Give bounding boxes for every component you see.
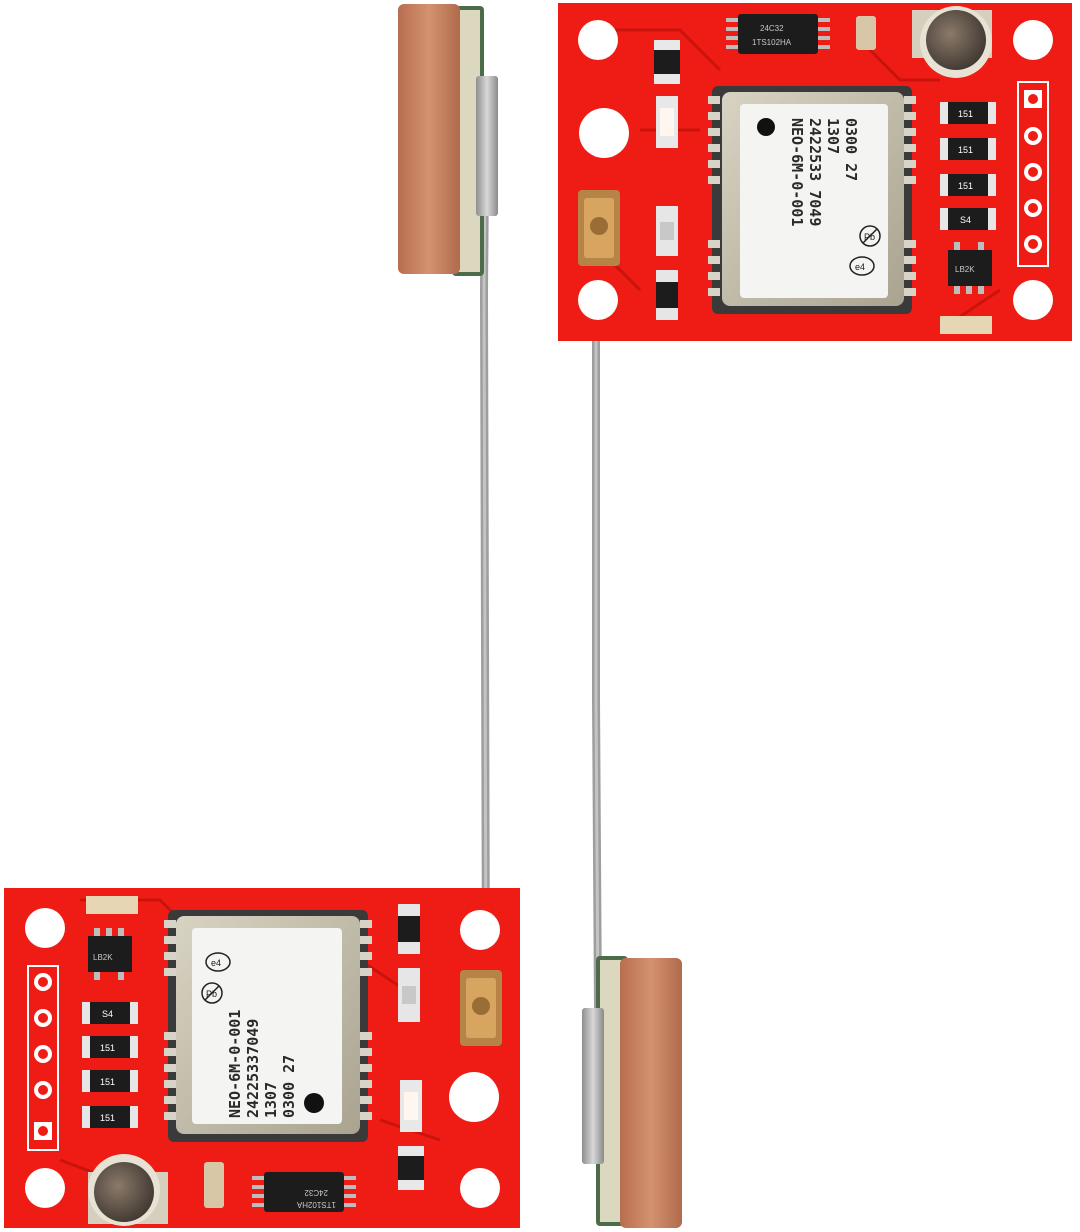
- no-lead-icon: Pb: [859, 225, 881, 247]
- voltage-regulator-bottom: LB2K: [88, 928, 132, 980]
- gps-module-neo6m-top: NEO-6M-0-001 2422533 7049 1307 0300 27 P…: [708, 86, 916, 314]
- resistor-array-top: 151 151 151 S4: [940, 102, 996, 230]
- e4-icon: e4: [205, 952, 231, 972]
- voltage-regulator-top: LB2K: [948, 242, 992, 294]
- svg-text:Pb: Pb: [206, 989, 217, 999]
- resistor-array-bottom: S4 151 151 151: [82, 1002, 138, 1128]
- svg-text:LB2K: LB2K: [93, 953, 113, 962]
- mounting-hole: [460, 910, 500, 950]
- svg-text:151: 151: [958, 109, 973, 119]
- gps-module-neo6m-bottom: NEO-6M-0-001 24225337049 1307 0300 27 Pb…: [164, 910, 372, 1142]
- e4-icon: e4: [849, 256, 875, 276]
- svg-text:S4: S4: [102, 1009, 113, 1019]
- mounting-hole: [460, 1168, 500, 1208]
- ufl-connector-top: [578, 190, 620, 266]
- mounting-hole: [449, 1072, 499, 1122]
- svg-text:24C32: 24C32: [760, 24, 784, 33]
- svg-text:LB2K: LB2K: [955, 265, 975, 274]
- mounting-hole: [578, 280, 618, 320]
- ceramic-patch-antenna-bottom: [582, 956, 682, 1228]
- ufl-connector-bottom: [460, 970, 502, 1046]
- svg-text:Pb: Pb: [864, 232, 875, 242]
- gps-board-bottom: LB2K S4 151 151 151: [4, 888, 520, 1228]
- mounting-hole: [25, 908, 65, 948]
- svg-text:NEO-6M-0-001: NEO-6M-0-001: [788, 118, 806, 226]
- backup-battery: [88, 1154, 168, 1226]
- svg-text:151: 151: [958, 181, 973, 191]
- svg-text:S4: S4: [960, 215, 971, 225]
- no-lead-icon: Pb: [201, 982, 223, 1004]
- svg-text:151: 151: [100, 1077, 115, 1087]
- ceramic-patch-antenna-top: [398, 4, 498, 276]
- mounting-hole: [579, 108, 629, 158]
- resistor: [398, 1146, 424, 1190]
- svg-text:0300 27: 0300 27: [842, 118, 860, 181]
- svg-text:1TS102HA: 1TS102HA: [296, 1200, 336, 1209]
- eeprom-chip: 24C32 1TS102HA: [252, 1172, 356, 1212]
- mounting-hole: [25, 1168, 65, 1208]
- svg-text:e4: e4: [211, 958, 221, 968]
- pin-header-top: [1017, 81, 1049, 267]
- svg-text:24225337049: 24225337049: [244, 1019, 262, 1118]
- svg-text:2422533 7049: 2422533 7049: [806, 118, 824, 226]
- backup-battery: [912, 6, 992, 78]
- svg-text:0300 27: 0300 27: [280, 1055, 298, 1118]
- svg-text:24C32: 24C32: [304, 1188, 328, 1197]
- svg-text:NEO-6M-0-001: NEO-6M-0-001: [226, 1010, 244, 1118]
- svg-text:1TS102HA: 1TS102HA: [752, 38, 792, 47]
- status-led: [400, 1080, 422, 1132]
- svg-text:1307: 1307: [824, 118, 842, 154]
- svg-text:151: 151: [100, 1043, 115, 1053]
- mounting-hole: [578, 20, 618, 60]
- svg-text:1307: 1307: [262, 1082, 280, 1118]
- svg-text:151: 151: [100, 1113, 115, 1123]
- resistor: [654, 40, 680, 84]
- pin-header-bottom: [27, 965, 59, 1151]
- mounting-hole: [1013, 20, 1053, 60]
- status-led: [656, 96, 678, 148]
- svg-text:e4: e4: [855, 262, 865, 272]
- svg-text:151: 151: [958, 145, 973, 155]
- gps-board-top: 24C32 1TS102HA: [558, 3, 1072, 341]
- eeprom-chip: 24C32 1TS102HA: [726, 14, 830, 54]
- mounting-hole: [1013, 280, 1053, 320]
